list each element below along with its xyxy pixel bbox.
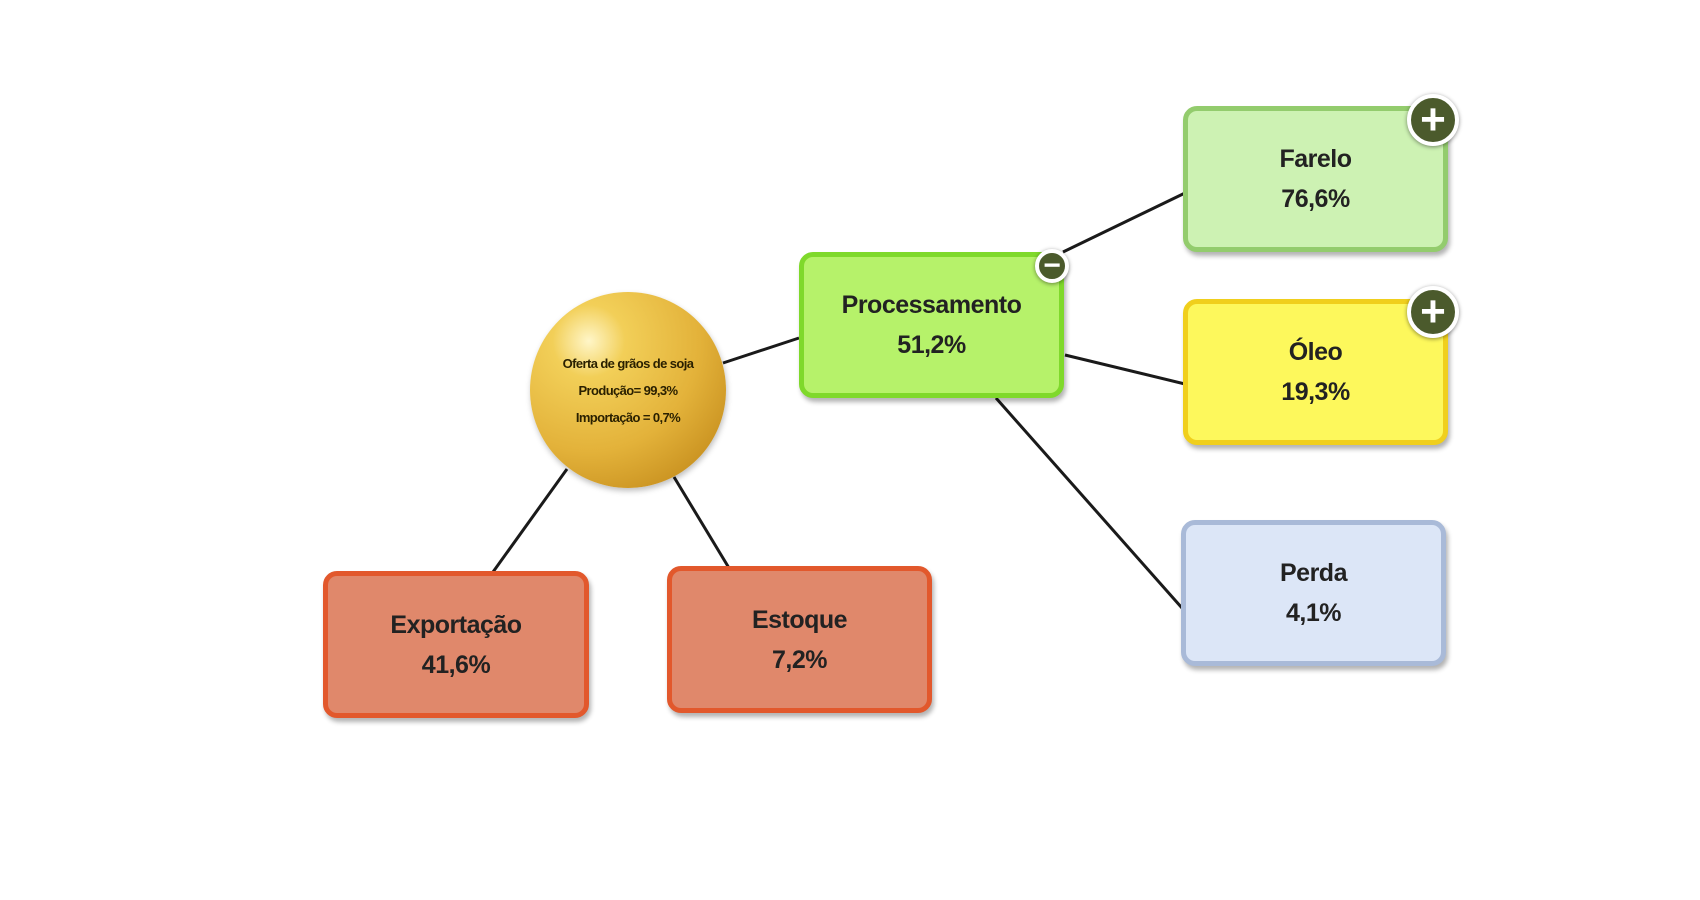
node-oleo[interactable]: Óleo 19,3%: [1183, 299, 1448, 445]
root-importacao: Importação = 0,7%: [575, 409, 681, 425]
root-title: Oferta de grãos de soja: [562, 355, 694, 371]
node-farelo[interactable]: Farelo 76,6%: [1183, 106, 1448, 252]
link-processamento-farelo: [1062, 191, 1186, 254]
node-label: Farelo: [1279, 145, 1352, 173]
node-estoque[interactable]: Estoque 7,2%: [667, 566, 932, 713]
node-label: Exportação: [390, 610, 522, 639]
node-label: Estoque: [751, 605, 848, 634]
node-label: Óleo: [1288, 338, 1343, 366]
node-processamento[interactable]: Processamento 51,2%: [799, 252, 1064, 398]
node-exportacao[interactable]: Exportação 41,6%: [323, 571, 589, 718]
expand-plus-icon[interactable]: +: [1407, 286, 1459, 338]
link-root-estoque: [672, 476, 731, 569]
link-processamento-oleo: [1064, 353, 1186, 386]
node-value: 76,6%: [1281, 185, 1350, 213]
node-perda[interactable]: Perda 4,1%: [1181, 520, 1446, 666]
expand-plus-icon[interactable]: +: [1407, 94, 1459, 146]
link-root-exportacao: [491, 468, 569, 573]
node-value: 51,2%: [897, 331, 966, 359]
node-value: 19,3%: [1281, 378, 1350, 406]
node-value: 4,1%: [1286, 599, 1341, 627]
node-value: 7,2%: [772, 645, 827, 674]
collapse-minus-icon[interactable]: −: [1035, 249, 1069, 283]
node-label: Processamento: [841, 291, 1022, 319]
link-root-processamento: [722, 336, 800, 365]
node-value: 41,6%: [421, 650, 491, 679]
root-producao: Produção= 99,3%: [578, 382, 678, 398]
root-node-oferta[interactable]: Oferta de grãos de soja Produção= 99,3% …: [530, 292, 726, 488]
node-label: Perda: [1280, 559, 1347, 587]
link-processamento-perda: [994, 397, 1184, 609]
